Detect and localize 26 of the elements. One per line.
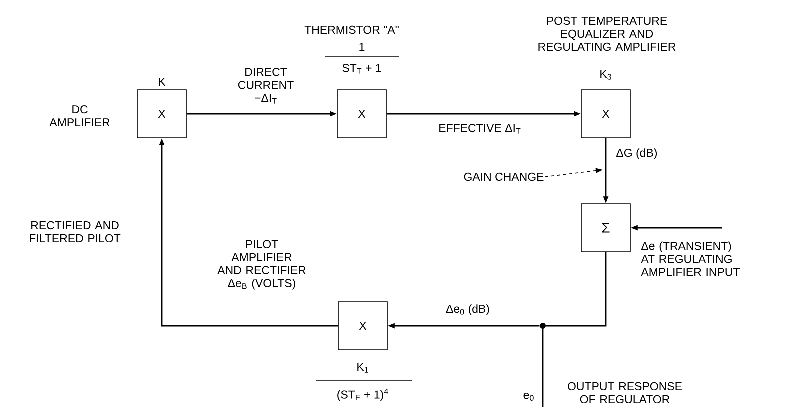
block-caption: DC AMPLIFIER	[50, 105, 110, 126]
transfer-function: (ST$_{F}$ + 1)$^{4}$	[338, 388, 388, 402]
edge-label: OUTPUT RESPONSE OF REGULATOR	[568, 382, 682, 404]
leader-label: GAIN CHANGE	[464, 172, 544, 182]
signal-line	[542, 329, 544, 407]
block-box: X	[137, 90, 187, 138]
block-box: X	[338, 302, 388, 350]
block-box: Σ	[581, 204, 631, 252]
signal-line	[546, 252, 607, 327]
block-caption: POST TEMPERATURE EQUALIZER AND REGULATING AMPLIFIER	[538, 16, 676, 52]
block-caption: PILOT AMPLIFIER AND RECTIFIER Δe$_{B}$ (VOLTS)	[218, 240, 306, 290]
block-gain: K	[159, 78, 166, 86]
transfer-function: K$_{1}$	[358, 363, 368, 373]
edge-label: Δe (TRANSIENT) AT REGULATING AMPLIFIER INPUT	[641, 242, 740, 276]
edge-label: EFFECTIVE ΔI$_{T}$	[440, 124, 521, 134]
transfer-function: ST$_{T}$ + 1	[342, 64, 382, 74]
edge-label: RECTIFIED AND FILTERED PILOT	[30, 221, 121, 243]
block-caption: THERMISTOR "A"	[304, 26, 399, 34]
block-box: X	[581, 90, 631, 138]
edge-label: DIRECT CURRENT −ΔI$_{T}$	[238, 68, 294, 104]
block-box: X	[337, 90, 387, 138]
block-gain: K$_{3}$	[600, 70, 612, 80]
edge-label: Δe$_{0}$ (dB)	[446, 304, 490, 316]
transfer-function: 1	[360, 43, 365, 51]
signal-label: e$_{0}$	[524, 392, 534, 402]
edge-label: ΔG (dB)	[616, 148, 658, 160]
